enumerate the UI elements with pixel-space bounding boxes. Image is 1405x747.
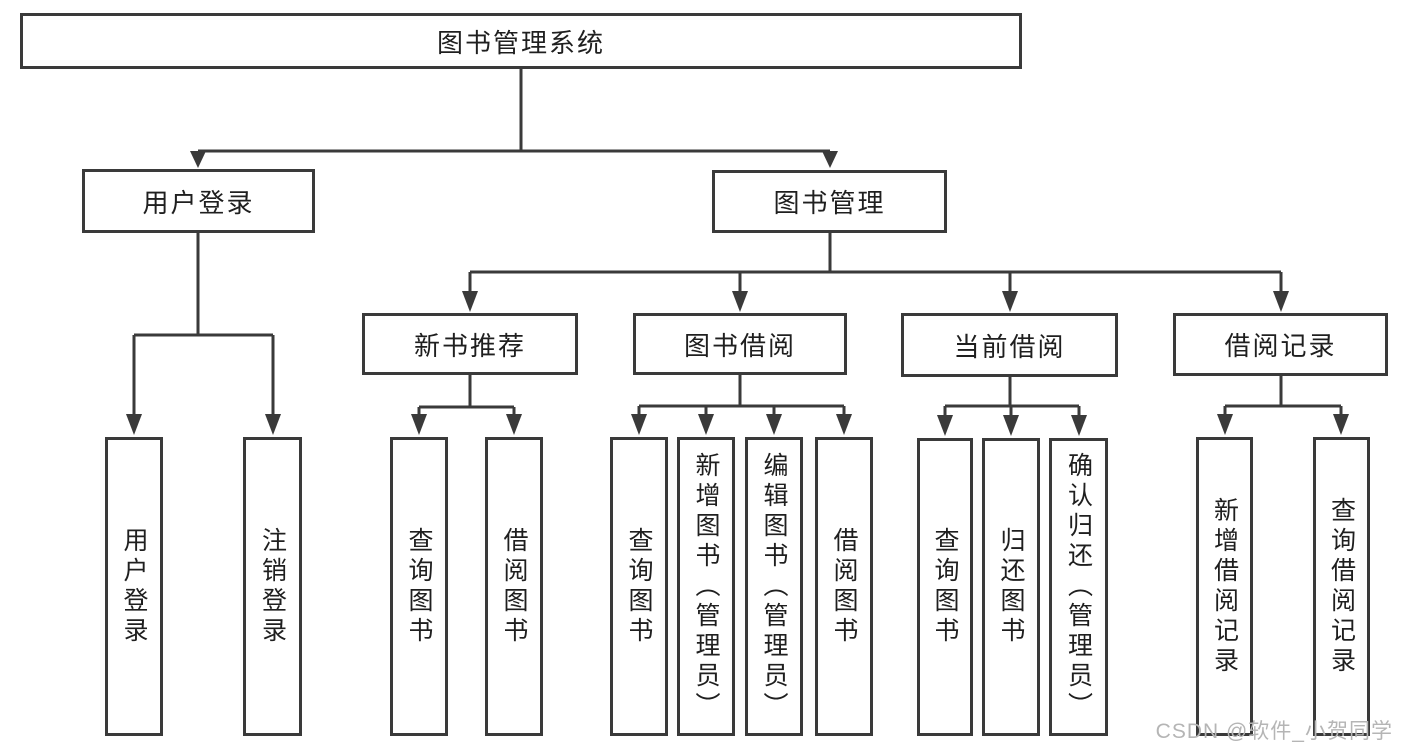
node-label: 用户登录 xyxy=(120,526,148,647)
connector-root xyxy=(198,69,830,153)
node-library-management-system: 图书管理系统 xyxy=(20,13,1022,69)
node-label: 新书推荐 xyxy=(413,330,526,361)
node-label: 查询借阅记录 xyxy=(1327,496,1356,677)
node-book-management: 图书管理 xyxy=(712,170,947,233)
arrowhead-icon xyxy=(698,414,714,435)
node-label: 确认归还（管理员） xyxy=(1064,452,1093,722)
arrowhead-icon xyxy=(822,151,838,168)
node-borrowing-records: 借阅记录 xyxy=(1173,313,1388,376)
node-confirm-return-admin: 确认归还（管理员） xyxy=(1049,438,1108,736)
node-borrow-books-leaf: 借阅图书 xyxy=(815,437,873,736)
arrowhead-icon xyxy=(631,414,647,435)
node-new-book-recommend: 新书推荐 xyxy=(362,313,578,375)
arrowhead-icon xyxy=(1071,415,1087,436)
arrowhead-icon xyxy=(1002,291,1018,312)
node-label: 归还图书 xyxy=(997,527,1025,647)
arrowhead-icon xyxy=(1333,414,1349,435)
node-borrow-books-recommend: 借阅图书 xyxy=(485,437,543,736)
node-book-borrowing: 图书借阅 xyxy=(633,313,847,375)
arrowheads xyxy=(126,151,1349,436)
arrowhead-icon xyxy=(265,414,281,435)
node-label: 借阅图书 xyxy=(830,526,858,647)
node-label: 新增借阅记录 xyxy=(1210,496,1239,677)
node-query-books-borrow: 查询图书 xyxy=(610,437,668,736)
connector-book-mgmt xyxy=(468,233,1283,294)
arrowhead-icon xyxy=(506,414,522,435)
node-user-login-leaf: 用户登录 xyxy=(105,437,163,736)
connector-current xyxy=(943,377,1081,417)
node-user-login: 用户登录 xyxy=(82,169,315,233)
node-label: 当前借阅 xyxy=(953,331,1066,362)
node-label: 图书借阅 xyxy=(683,330,796,361)
node-query-books-recommend: 查询图书 xyxy=(390,437,448,736)
arrowhead-icon xyxy=(190,151,206,168)
arrowhead-icon xyxy=(1003,415,1019,436)
node-label: 新增图书（管理员） xyxy=(692,451,720,722)
node-label: 注销登录 xyxy=(258,526,287,647)
arrowhead-icon xyxy=(411,414,427,435)
arrowhead-icon xyxy=(732,291,748,312)
node-logout: 注销登录 xyxy=(243,437,302,736)
node-add-books-admin: 新增图书（管理员） xyxy=(677,437,735,736)
node-query-books-current: 查询图书 xyxy=(917,438,973,736)
connector-records xyxy=(1223,376,1343,417)
node-add-borrow-record: 新增借阅记录 xyxy=(1196,437,1253,736)
arrowhead-icon xyxy=(937,415,953,436)
arrowhead-icon xyxy=(126,414,142,435)
node-label: 编辑图书（管理员） xyxy=(760,451,788,722)
connector-borrowing xyxy=(637,375,846,417)
node-label: 查询图书 xyxy=(931,527,959,647)
connector-user-login xyxy=(132,233,275,417)
node-query-borrow-record: 查询借阅记录 xyxy=(1313,437,1370,736)
arrowhead-icon xyxy=(1273,291,1289,312)
node-label: 用户登录 xyxy=(142,187,255,218)
node-label: 查询图书 xyxy=(625,526,653,647)
arrowhead-icon xyxy=(766,414,782,435)
connector-new-books xyxy=(417,375,516,417)
node-label: 借阅记录 xyxy=(1224,331,1337,361)
node-label: 图书管理 xyxy=(773,188,886,218)
arrowhead-icon xyxy=(462,291,478,312)
node-label: 图书管理系统 xyxy=(436,27,605,58)
node-return-books: 归还图书 xyxy=(982,438,1040,736)
node-current-borrowing: 当前借阅 xyxy=(901,313,1118,377)
arrowhead-icon xyxy=(1217,414,1233,435)
node-label: 借阅图书 xyxy=(500,526,528,647)
arrowhead-icon xyxy=(836,414,852,435)
node-edit-books-admin: 编辑图书（管理员） xyxy=(745,437,803,736)
node-label: 查询图书 xyxy=(405,526,433,647)
